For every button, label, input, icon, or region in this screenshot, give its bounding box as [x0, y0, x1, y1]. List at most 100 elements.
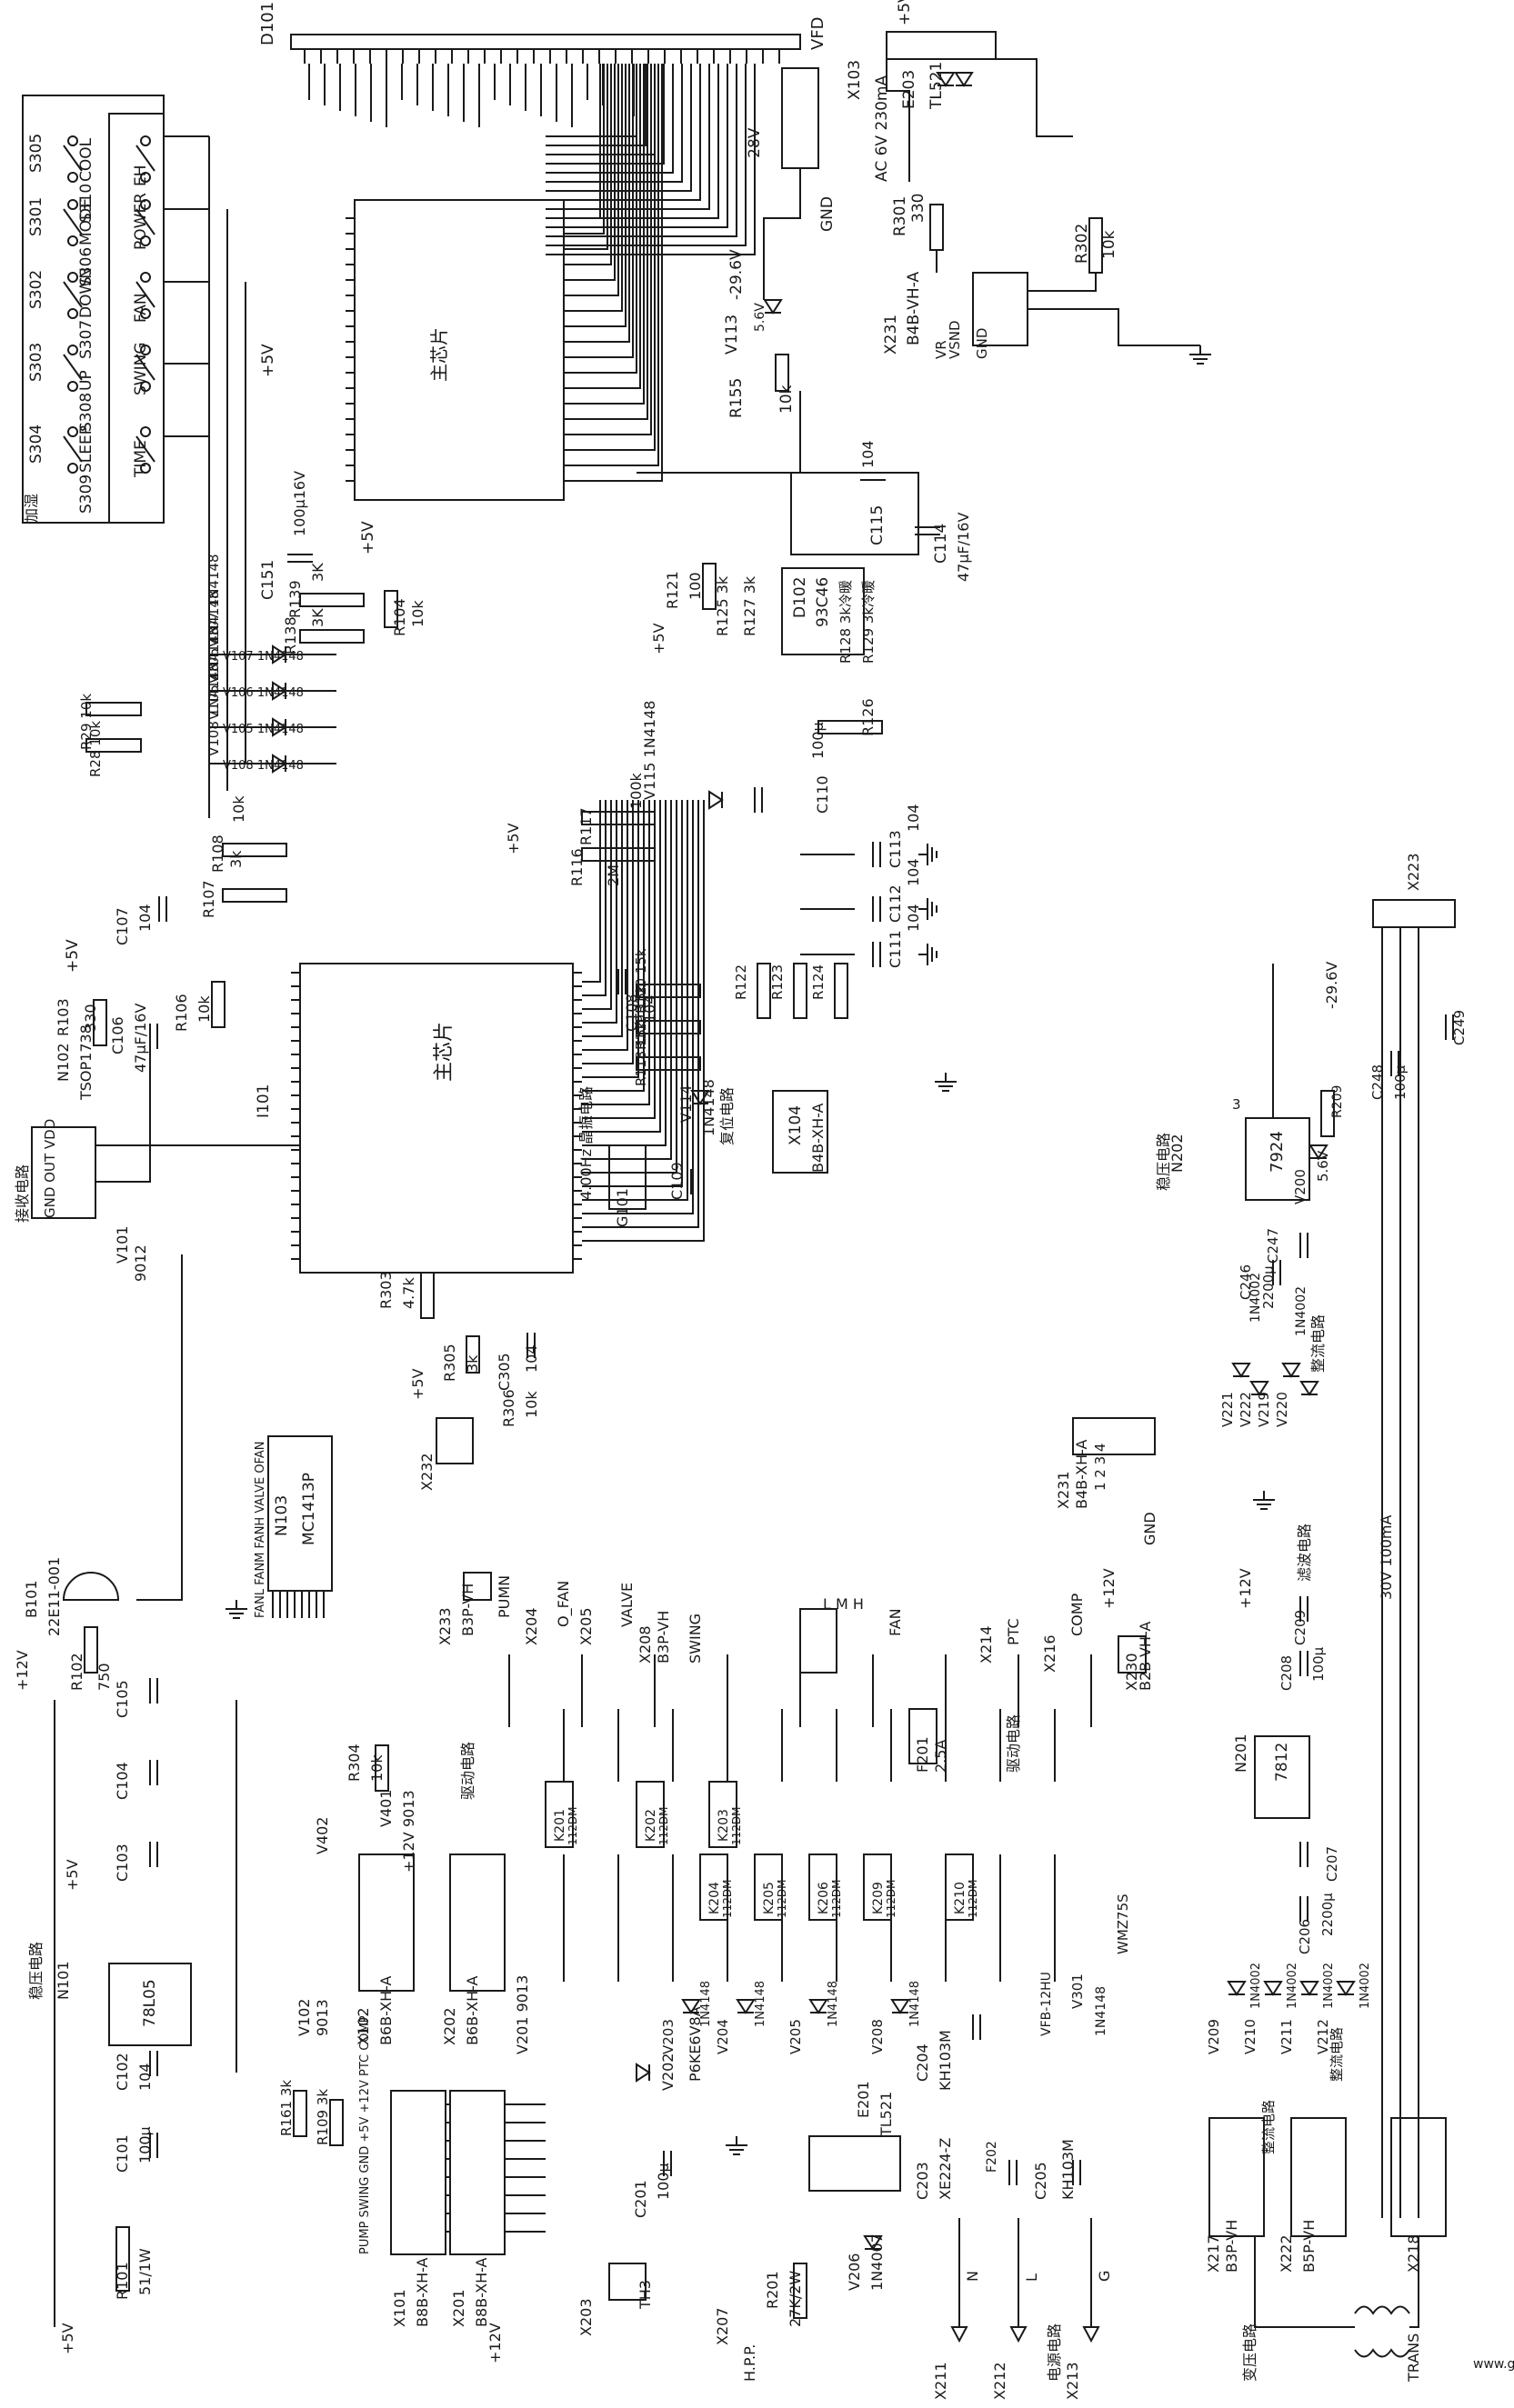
label-r127: R127 3k: [741, 575, 758, 636]
resistor-r102: [84, 1626, 98, 1674]
wire: [582, 800, 694, 1214]
label-v401: V401: [377, 1790, 395, 1827]
diode-v115: [708, 790, 724, 810]
label-d101: D101: [258, 2, 277, 45]
label-wenya: 稳压电路: [1155, 1133, 1172, 1191]
wire: [582, 800, 623, 1037]
label-k205: K205: [762, 1882, 777, 1914]
label-c247: C247: [1265, 1228, 1281, 1264]
label-c209: C209: [1292, 1610, 1308, 1645]
connector-x202: [449, 1853, 506, 1992]
diode-v220: [1299, 1381, 1319, 1396]
label-v401_val: 9013: [400, 1790, 417, 1827]
resistor-r126: [817, 720, 883, 734]
relay-k203: [708, 1781, 737, 1848]
wire: [573, 64, 623, 312]
label-r305: R305: [441, 1344, 458, 1382]
label-x208: X208: [637, 1626, 654, 1664]
wire: [582, 800, 634, 1064]
label-v220: V220: [1274, 1392, 1290, 1427]
wire: [1028, 273, 1097, 292]
switch-contact: [67, 235, 78, 246]
label-in4148: 1N4148: [699, 1981, 713, 2027]
label-b3p_vh: B3P-VH: [655, 1611, 672, 1664]
label-x201: X201: [450, 2290, 467, 2328]
resistor-r28: [85, 738, 142, 753]
switch-contact: [140, 308, 151, 319]
connector-x102: [358, 1853, 415, 1992]
connector-x101: [390, 2090, 446, 2255]
label-plus5v: +5V: [896, 0, 914, 25]
ground-icon: [726, 2136, 747, 2155]
label-fan: FAN: [887, 1608, 904, 1636]
label-valve: VALVE: [618, 1583, 636, 1627]
arrow-icon: [1082, 2326, 1100, 2343]
wire: [546, 64, 674, 174]
label-c101_val: 100μ: [136, 2126, 154, 2163]
label-ic7924: 7924: [1268, 1131, 1287, 1173]
label-r304_val: 10k: [368, 1754, 386, 1782]
wire: [573, 64, 656, 451]
wire: [573, 64, 659, 466]
resistor-r29: [85, 702, 142, 716]
label-plus12v: +12V: [1100, 1568, 1118, 1609]
label-r109: R109 3k: [315, 2089, 331, 2145]
label-x213: X213: [1064, 2363, 1081, 2401]
label-v211: V211: [1278, 2019, 1295, 2054]
wire: [582, 800, 661, 1133]
wire: [573, 64, 627, 327]
label-c112: C112: [887, 884, 904, 923]
label-c106_val: 47μF/16V: [132, 1004, 149, 1073]
label-v206_val: 1N4007: [868, 2233, 886, 2291]
label-val104: 104: [859, 440, 877, 468]
resistor-r120: [636, 984, 701, 998]
label-plus5v: +5V: [59, 2323, 76, 2354]
label-fan: FAN: [132, 293, 150, 323]
label-v102: V102: [296, 1999, 313, 2036]
label-relay: 112DM: [967, 1880, 979, 1919]
wire: [573, 64, 605, 235]
connector-x218: [1390, 2117, 1447, 2237]
label-r201_val: 27K/2W: [787, 2271, 804, 2327]
label-v208: V208: [869, 2019, 886, 2054]
label-plus5v: +5V: [64, 1859, 81, 1891]
wire: [546, 64, 701, 201]
label-b4bxh: B4B-XH-A: [1073, 1439, 1090, 1509]
wire: [546, 64, 683, 183]
diode-v206: [863, 2235, 883, 2251]
label-e203: E203: [900, 70, 918, 109]
label-down: DOWN: [77, 267, 95, 318]
label-in4148: 1N4148: [754, 1981, 767, 2027]
label-c248: C248: [1369, 1064, 1386, 1100]
label-r117_val: 100k: [627, 772, 645, 809]
label-comp: COMP: [1068, 1593, 1086, 1636]
keypad-panel-right: [108, 113, 165, 524]
label-x205: X205: [577, 1608, 595, 1646]
relay-k206: [808, 1853, 837, 1921]
label-zhengliu: 整流电路: [1309, 1314, 1327, 1373]
label-qudong: 驱动电路: [459, 1742, 476, 1800]
relay-k201: [545, 1781, 574, 1848]
label-r139: R139: [286, 580, 304, 618]
diode-v221: [1231, 1363, 1251, 1378]
label-x104: X104: [787, 1105, 805, 1145]
wire: [582, 800, 683, 1187]
label-in4002: 1N4002: [1359, 1963, 1372, 2009]
resistor-r104: [384, 590, 398, 628]
label-plus12v: +12V: [400, 1832, 417, 1873]
switch-contact: [140, 345, 151, 355]
wire: [582, 800, 639, 1078]
diode-v108: [272, 754, 287, 774]
wire: [573, 64, 619, 296]
label-r101_val: 51/1W: [136, 2248, 154, 2295]
label-ptc: PTC: [1005, 1618, 1022, 1645]
label-power_spec: 30V 100mA: [1378, 1514, 1395, 1600]
label-c206: C206: [1297, 1919, 1313, 1954]
label-n103: N103: [273, 1495, 291, 1536]
wire: [582, 800, 672, 1160]
label-r107_val: 3k: [227, 850, 245, 868]
resistor-r108: [222, 843, 287, 857]
label-val104: 104: [905, 858, 922, 886]
label-v108: V108 1N4148: [206, 663, 222, 756]
